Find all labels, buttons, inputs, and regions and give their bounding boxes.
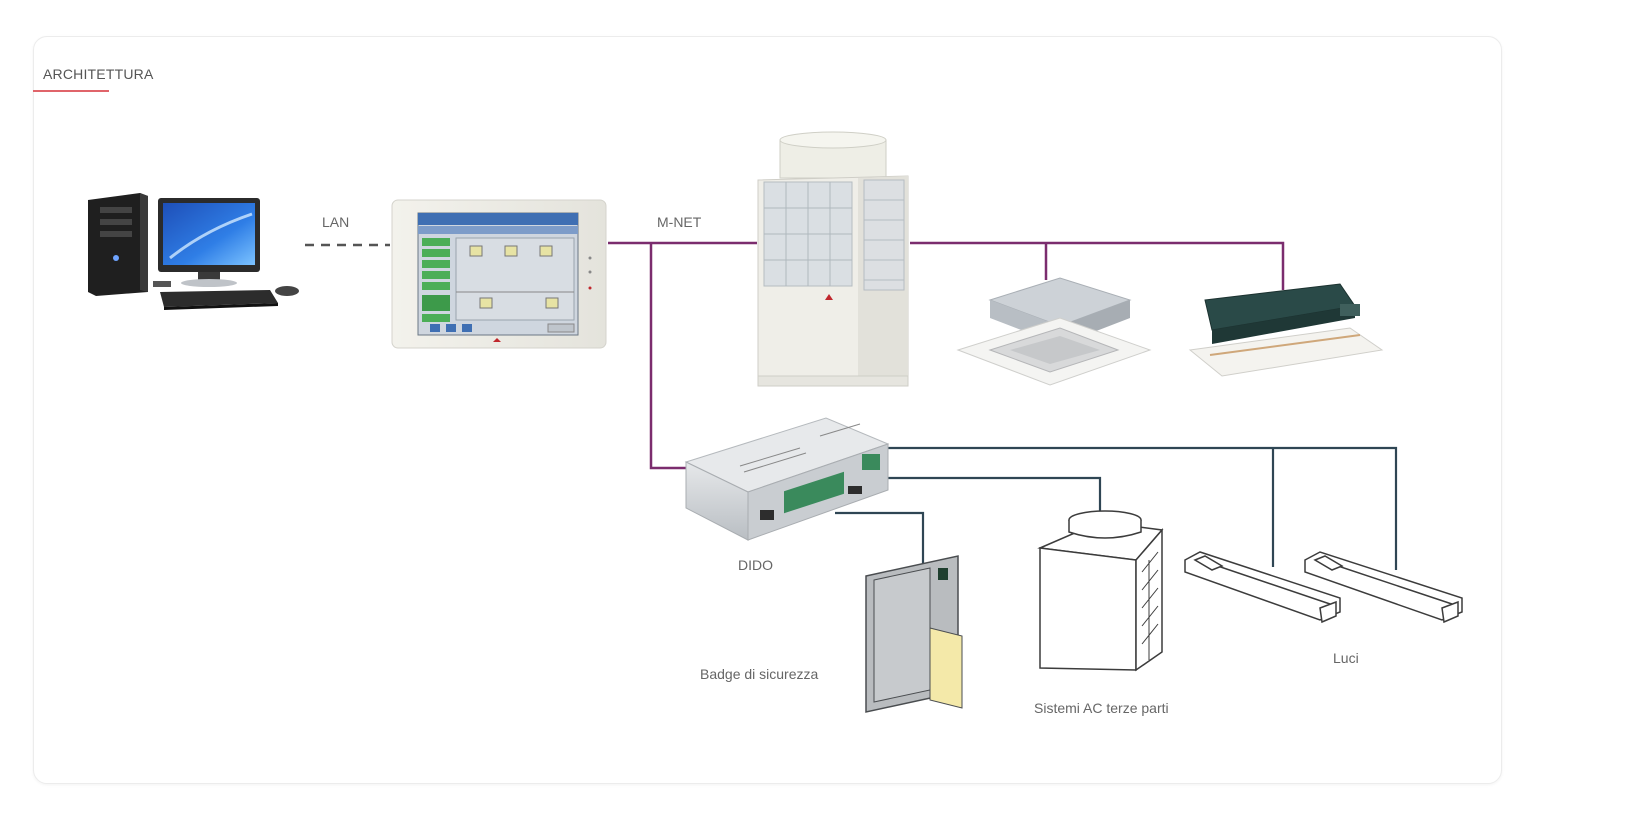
badge-label: Badge di sicurezza bbox=[700, 666, 819, 682]
cassette-unit-icon bbox=[956, 277, 1152, 386]
outdoor-unit-icon bbox=[757, 131, 909, 387]
light-fixture-icon bbox=[1184, 551, 1341, 624]
ceiling-unit-icon bbox=[1188, 283, 1384, 377]
dido-label: DIDO bbox=[738, 557, 773, 573]
pc-workstation-icon bbox=[88, 193, 299, 310]
third-party-ac-icon bbox=[1037, 510, 1164, 672]
third-party-ac-label: Sistemi AC terze parti bbox=[1034, 700, 1169, 716]
section-title: ARCHITETTURA bbox=[43, 66, 154, 82]
architecture-card bbox=[33, 36, 1502, 784]
lan-label: LAN bbox=[322, 214, 350, 230]
io-connections bbox=[835, 446, 1398, 570]
mnet-label: M-NET bbox=[657, 214, 702, 230]
dido-controller-icon bbox=[684, 417, 890, 541]
section-title-underline bbox=[33, 90, 109, 92]
security-badge-icon bbox=[865, 555, 963, 713]
lights-label: Luci bbox=[1333, 650, 1359, 666]
light-fixture-icon bbox=[1304, 551, 1463, 624]
central-controller-icon bbox=[391, 199, 607, 349]
mnet-connection bbox=[608, 241, 1285, 470]
